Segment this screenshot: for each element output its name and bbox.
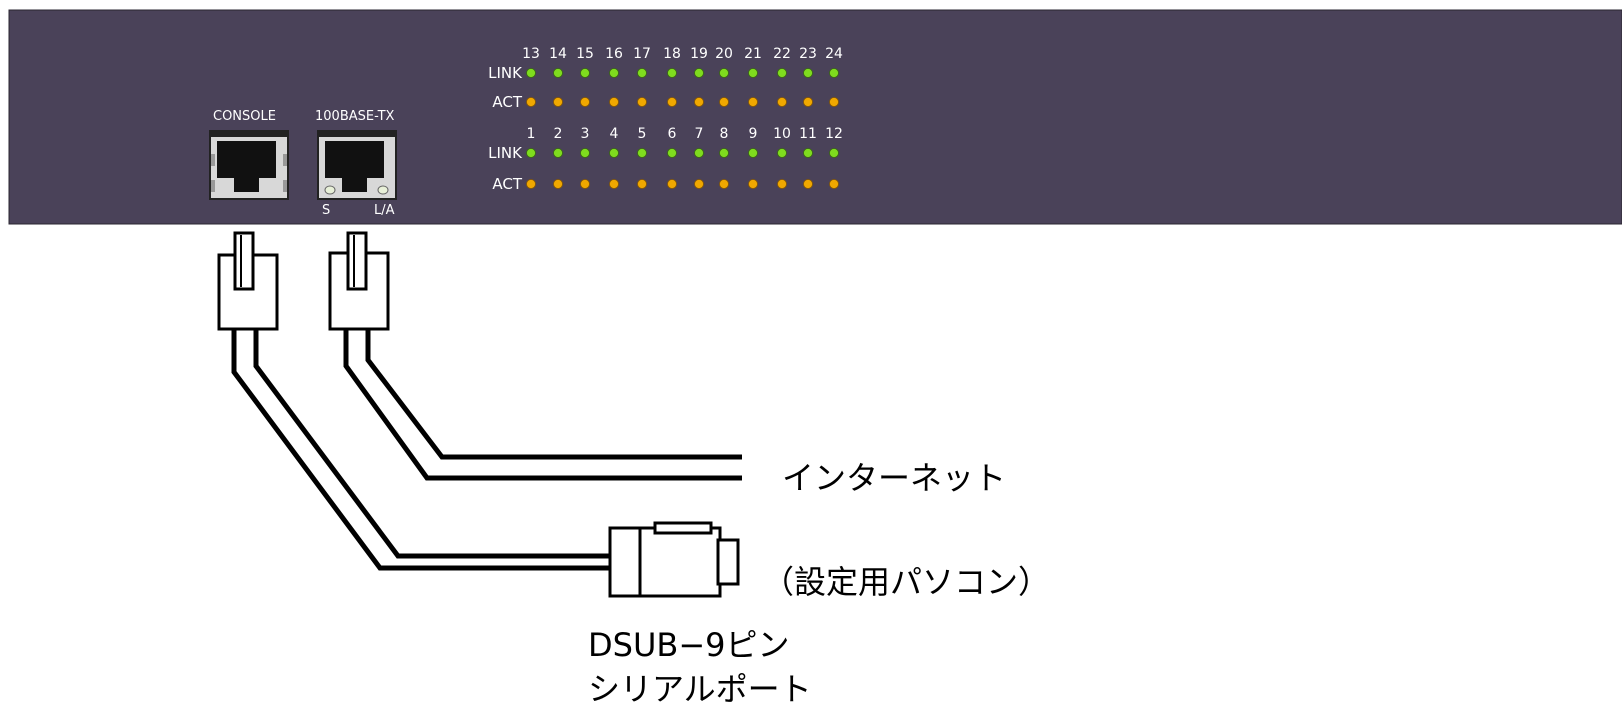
port-number-label: 19 [690,46,708,62]
port-number-label: 12 [825,126,843,142]
act-led-port-3 [580,179,590,189]
port-number-label: 1 [527,126,536,142]
port-number-label: 8 [720,126,729,142]
console-port-label: CONSOLE [213,109,276,124]
port-number-label: 3 [581,126,590,142]
port-number-label: 9 [749,126,758,142]
link-led-port-13 [526,68,536,78]
act-led-port-22 [777,97,787,107]
act-led-port-6 [667,179,677,189]
port-number-label: 13 [522,46,540,62]
port-number-label: 4 [610,126,619,142]
link-led-port-8 [719,148,729,158]
act-led-port-1 [526,179,536,189]
ethernet-cable [343,318,742,481]
act-led-port-24 [829,97,839,107]
port-number-label: 20 [715,46,733,62]
link-led-port-18 [667,68,677,78]
act-led-port-12 [829,179,839,189]
link-led-port-21 [748,68,758,78]
port-number-label: 21 [744,46,762,62]
link-led-port-20 [719,68,729,78]
port-number-label: 17 [633,46,651,62]
port-number-label: 10 [773,126,791,142]
act-led-port-9 [748,179,758,189]
act-led-port-15 [580,97,590,107]
led-la-label: L/A [374,203,395,218]
link-led-port-23 [803,68,813,78]
act-led-port-2 [553,179,563,189]
link-led-port-22 [777,68,787,78]
act-led-port-23 [803,97,813,107]
port-number-label: 6 [668,126,677,142]
act-led-port-8 [719,179,729,189]
status-led-s [324,185,336,195]
link-led-port-2 [553,148,563,158]
act-led-port-4 [609,179,619,189]
link-led-port-3 [580,148,590,158]
ethernet-port[interactable] [317,130,397,200]
link-led-port-1 [526,148,536,158]
link-led-port-7 [694,148,704,158]
led-s-label: S [322,203,330,218]
act-led-port-7 [694,179,704,189]
act-led-port-14 [553,97,563,107]
link-led-port-5 [637,148,647,158]
act-led-port-5 [637,179,647,189]
port-number-label: 2 [554,126,563,142]
act-led-port-16 [609,97,619,107]
port-number-label: 24 [825,46,843,62]
ethernet-rj45-plug [328,231,390,331]
act-row-label: ACT [492,93,522,111]
link-row-label: LINK [488,144,523,162]
link-led-port-10 [777,148,787,158]
internet-label: インターネット [782,459,1006,497]
act-led-port-20 [719,97,729,107]
act-row-label: ACT [492,175,522,193]
port-number-label: 11 [799,126,817,142]
link-led-port-9 [748,148,758,158]
port-number-label: 22 [773,46,791,62]
act-led-port-21 [748,97,758,107]
act-led-port-10 [777,179,787,189]
link-led-port-4 [609,148,619,158]
port-number-label: 5 [638,126,647,142]
link-led-port-17 [637,68,647,78]
link-led-port-12 [829,148,839,158]
act-led-port-18 [667,97,677,107]
port-number-label: 7 [695,126,704,142]
link-led-port-24 [829,68,839,78]
ethernet-port-label: 100BASE-TX [315,109,395,124]
status-led-la [377,185,389,195]
console-cable [231,318,612,571]
link-row-label: LINK [488,64,523,82]
port-number-label: 23 [799,46,817,62]
pc-label: （設定用パソコン） [762,563,1050,601]
act-led-port-19 [694,97,704,107]
act-led-port-13 [526,97,536,107]
console-port[interactable] [209,130,289,200]
dsub-label-line2: シリアルポート [588,670,812,706]
link-led-port-19 [694,68,704,78]
link-led-port-6 [667,148,677,158]
link-led-port-16 [609,68,619,78]
port-number-label: 15 [576,46,594,62]
link-led-port-11 [803,148,813,158]
dsub9-connector [608,521,740,598]
port-number-label: 14 [549,46,567,62]
act-led-port-11 [803,179,813,189]
port-number-label: 18 [663,46,681,62]
link-led-port-15 [580,68,590,78]
link-led-port-14 [553,68,563,78]
port-number-label: 16 [605,46,623,62]
console-rj45-plug [217,231,279,331]
dsub-label-line1: DSUB−9ピン [588,626,790,664]
act-led-port-17 [637,97,647,107]
